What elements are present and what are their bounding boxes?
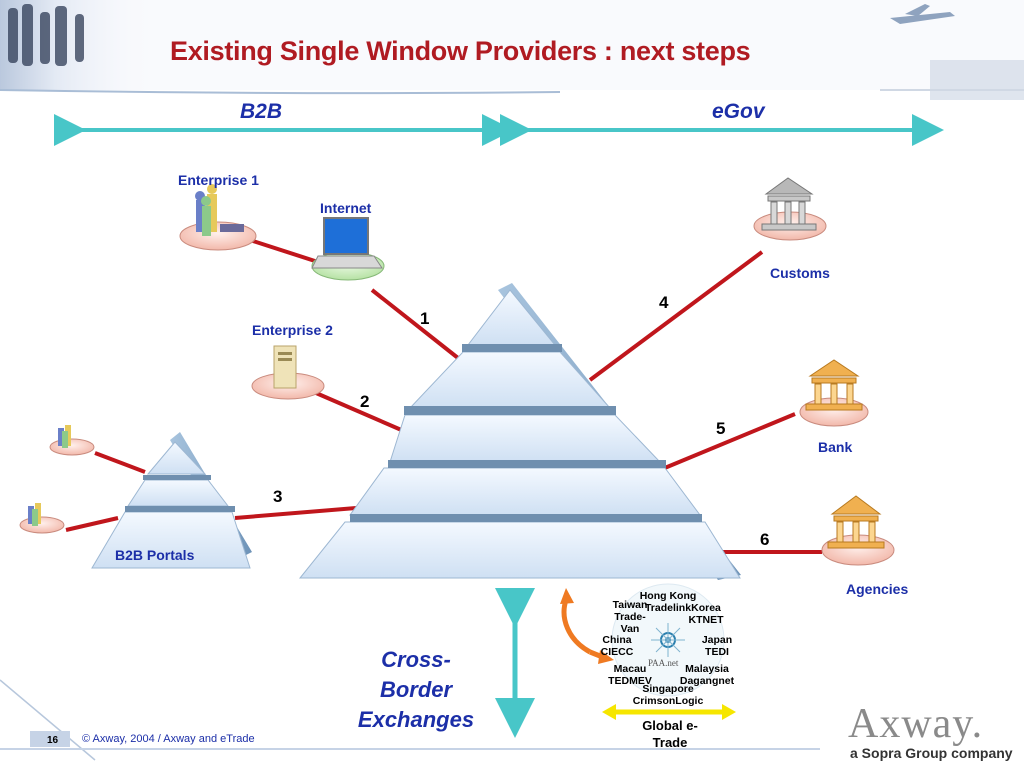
portal-enterprise-icon-top	[49, 425, 95, 456]
link-number-1: 1	[420, 309, 430, 328]
link-portal-bottom	[65, 516, 119, 532]
portal-enterprise-icon-bottom	[19, 503, 65, 534]
single-window-pyramid	[298, 283, 741, 580]
internet-laptop-icon	[311, 217, 385, 281]
paa-hub	[611, 583, 725, 697]
link-2	[315, 391, 407, 434]
link-5	[654, 412, 796, 474]
header-photo	[0, 0, 1024, 100]
link-portal-top	[94, 451, 146, 474]
paa-member-malaysia: Malaysia Dagangnet	[679, 663, 735, 687]
paa-member-japan: Japan TEDI	[701, 634, 733, 658]
cross-border-exchanges-label: Cross- Border Exchanges	[338, 645, 494, 735]
paa-member-china: China CIECC	[600, 634, 634, 658]
paa-net-logo: PAA.net	[648, 658, 679, 668]
global-etrade-label: Global e-Trade	[642, 718, 698, 750]
customs-building-icon	[753, 177, 827, 241]
enterprise2-label: Enterprise 2	[252, 322, 333, 338]
agencies-building-icon	[821, 495, 895, 566]
enterprise1-label: Enterprise 1	[178, 172, 259, 188]
page-number-box	[30, 731, 70, 747]
enterprise2-server-icon	[251, 345, 325, 400]
b2b-portals-pyramid	[91, 432, 252, 569]
paa-member-singapore: Singapore CrimsonLogic	[632, 683, 704, 707]
link-number-2: 2	[360, 392, 370, 411]
customs-label: Customs	[770, 265, 830, 281]
logo-tagline: a Sopra Group company	[850, 745, 1013, 761]
paa-member-macau: Macau TEDMEV	[608, 663, 652, 687]
enterprise1-icon	[179, 184, 257, 251]
link-3	[234, 506, 357, 520]
paa-member-taiwan: Taiwan Trade-Van	[612, 599, 648, 635]
cross-border-line-1: Cross-	[381, 647, 451, 672]
bank-label: Bank	[818, 439, 853, 455]
b2b-label: B2B	[240, 100, 283, 123]
b2b-portals-label: B2B Portals	[115, 547, 195, 563]
internet-label: Internet	[320, 200, 372, 216]
agencies-label: Agencies	[846, 581, 909, 597]
bank-building-icon	[799, 359, 869, 427]
link-number-6: 6	[760, 530, 770, 549]
axway-logo: Axway.	[848, 701, 984, 747]
link-lines	[65, 238, 822, 554]
link-number-3: 3	[273, 487, 283, 506]
page-title: Existing Single Window Providers : next …	[170, 36, 751, 66]
cross-border-line-2: Border	[379, 677, 453, 702]
paa-member-korea: Korea KTNET	[688, 602, 724, 626]
page-number: 16	[47, 735, 59, 746]
link-number-5: 5	[716, 419, 726, 438]
copyright-text: © Axway, 2004 / Axway and eTrade	[82, 733, 255, 745]
link-4	[588, 250, 764, 382]
link-1	[370, 288, 460, 360]
link-number-4: 4	[659, 293, 669, 312]
paa-member-hongkong: Hong Kong Tradelink	[639, 590, 697, 614]
link-enterprise1-internet	[249, 238, 319, 264]
egov-label: eGov	[712, 100, 765, 123]
paa-orange-arrow	[561, 599, 592, 655]
cross-border-line-3: Exchanges	[357, 707, 475, 732]
